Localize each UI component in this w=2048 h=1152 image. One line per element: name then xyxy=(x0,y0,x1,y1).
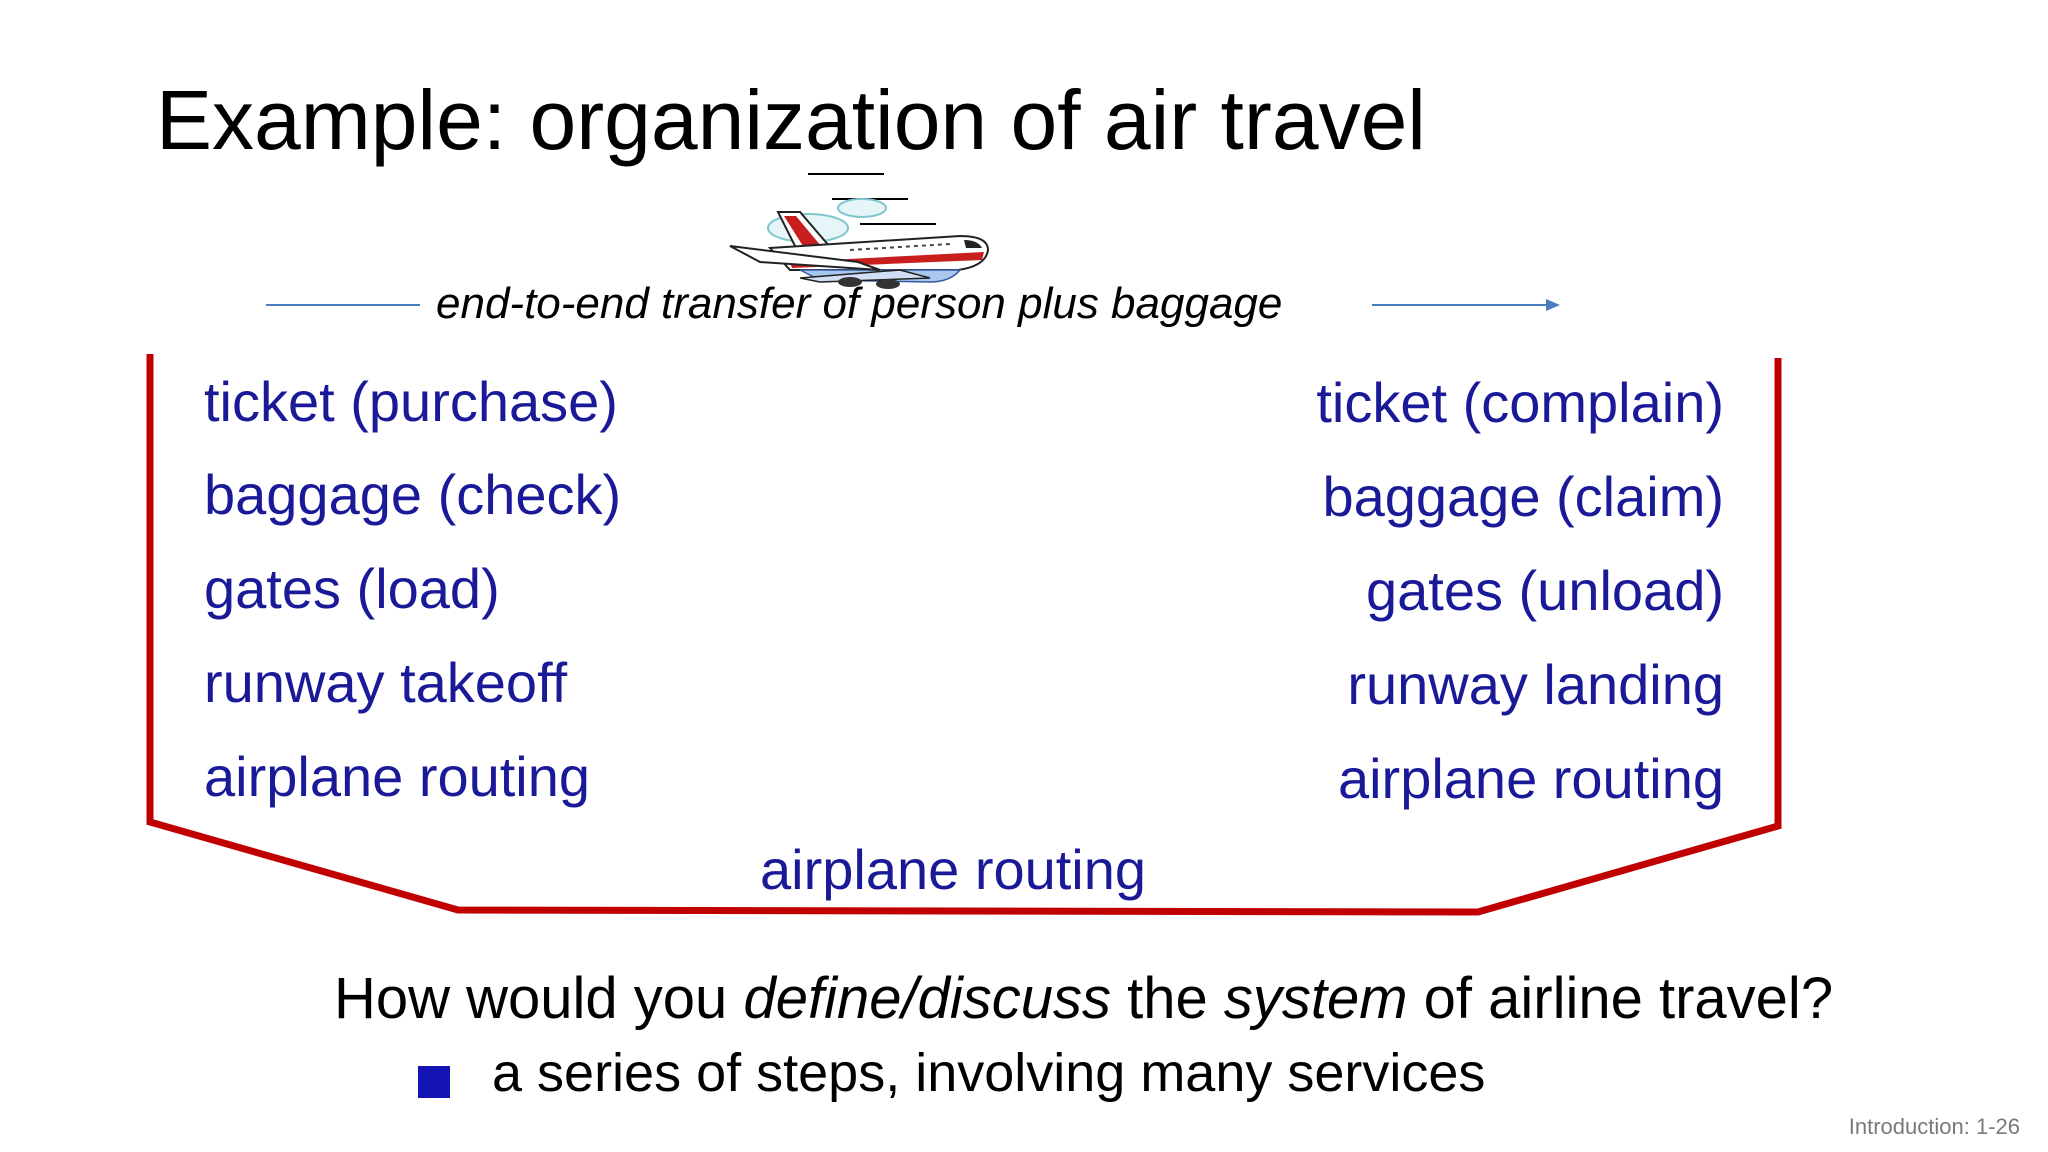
slide-title: Example: organization of air travel xyxy=(156,73,1426,167)
left-step-runway: runway takeoff xyxy=(204,651,568,714)
question-part-2: the xyxy=(1110,966,1224,1031)
left-step-ticket: ticket (purchase) xyxy=(204,370,618,433)
slide-footer: Introduction: 1-26 xyxy=(1848,1114,2020,1139)
right-step-gates: gates (unload) xyxy=(1365,559,1724,622)
right-step-ticket: ticket (complain) xyxy=(1316,371,1724,434)
bullet-text: a series of steps, involving many servic… xyxy=(492,1043,1486,1103)
right-step-baggage: baggage (claim) xyxy=(1322,465,1724,528)
transfer-label: end-to-end transfer of person plus bagga… xyxy=(436,279,1283,328)
transfer-arrow xyxy=(266,299,1560,311)
right-step-runway: runway landing xyxy=(1347,653,1724,716)
layer-bracket xyxy=(146,354,1782,916)
left-step-routing: airplane routing xyxy=(204,745,591,808)
left-step-baggage: baggage (check) xyxy=(204,463,622,526)
bullet-icon xyxy=(418,1066,450,1098)
question-emphasis-system: system xyxy=(1223,966,1408,1031)
right-step-routing: airplane routing xyxy=(1337,747,1724,810)
left-step-gates: gates (load) xyxy=(204,557,500,620)
question-text: How would you define/discuss the system … xyxy=(334,970,1833,1028)
question-emphasis-define: define/discuss xyxy=(743,966,1111,1031)
question-part-1: How would you xyxy=(334,966,744,1031)
center-step-routing: airplane routing xyxy=(760,838,1147,901)
question-part-3: of airline travel? xyxy=(1407,966,1834,1031)
airplane-icon xyxy=(729,173,990,289)
